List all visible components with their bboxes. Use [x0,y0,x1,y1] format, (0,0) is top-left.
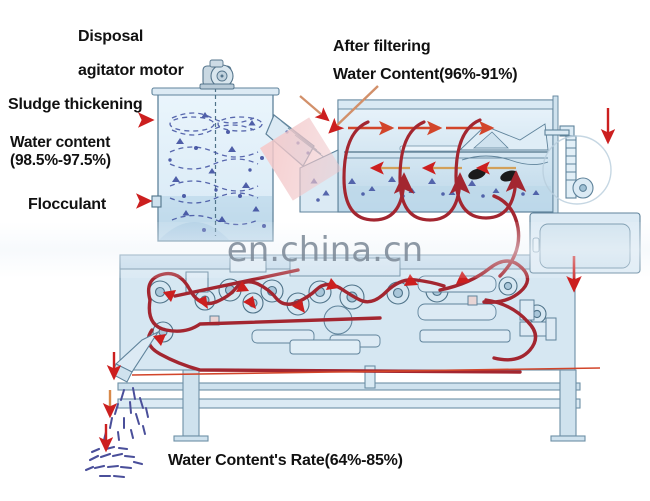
gravity-filter-box [337,95,559,217]
label-disposal: Disposal [78,28,144,45]
mixing-flow-loops [169,112,263,226]
label-flocculant: Flocculant [28,196,107,213]
label-cake-water-rate: Water Content's Rate(64%-85%) [168,452,403,469]
label-after-water-content: Water Content(96%-91%) [333,66,518,83]
agitator-motor [199,59,235,90]
label-agitator-motor: agitator motor [78,62,184,79]
label-sludge-thickening: Sludge thickening [8,96,143,113]
arrow-after-filtering [299,85,379,134]
mixing-tank [151,87,280,242]
right-cabinet [529,212,641,274]
tank-particles [168,112,266,232]
drive-roller [542,125,612,205]
circulation-loops [342,118,527,222]
sludge-cake-pile [103,387,149,441]
label-pointer-arrows [100,112,155,209]
flocculant-inlet [151,195,162,208]
sludge-cake-heap [84,445,144,479]
highlight-wash [259,117,343,201]
label-water-content-range: (98.5%-97.5%) [10,152,111,169]
belt-direction-arrows [153,271,470,346]
filter-zone-flow-arrows [348,120,516,175]
arrow-cake-discharge [98,352,122,453]
underframe-line [131,367,601,376]
label-water-content: Water content [10,134,111,151]
label-after-filtering: After filtering [333,38,431,55]
